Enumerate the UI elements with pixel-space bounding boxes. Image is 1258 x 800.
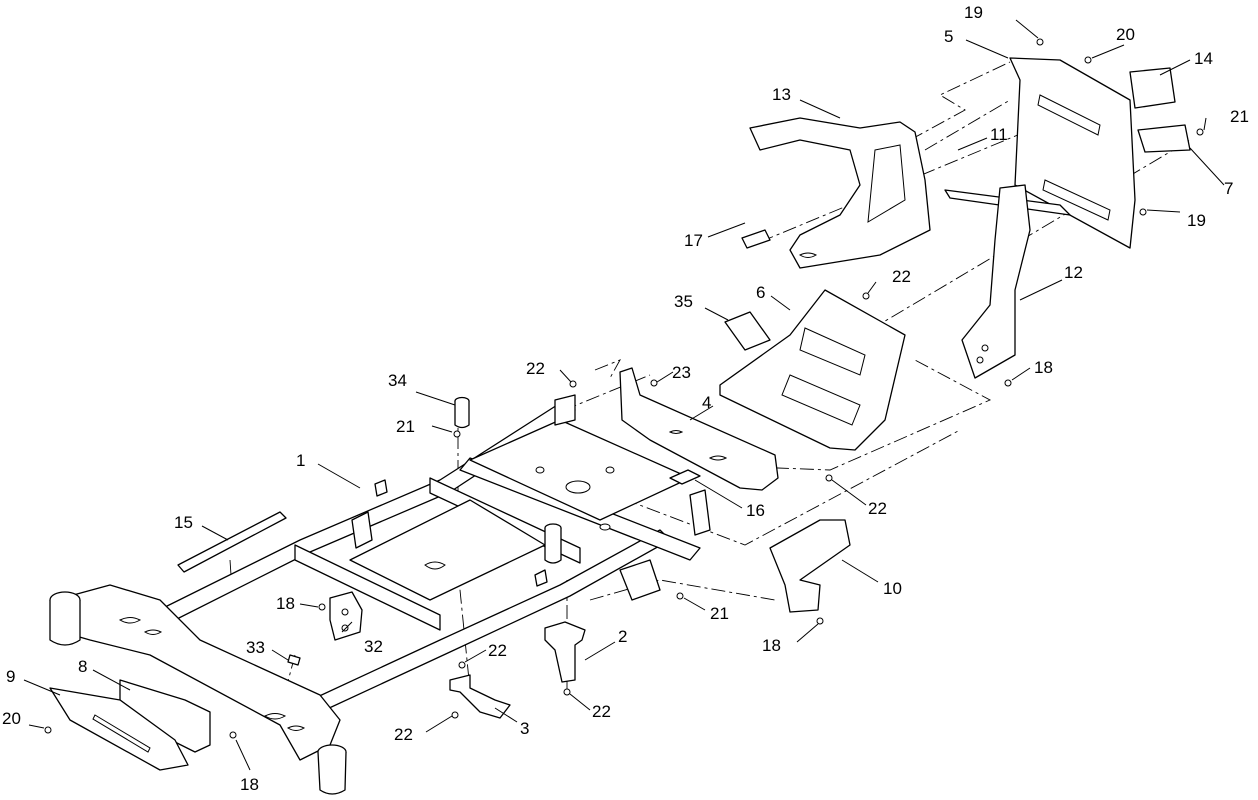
nut-22-upper <box>569 380 577 388</box>
nut-22-mid <box>825 474 833 482</box>
bolt-20-left <box>44 726 52 734</box>
bolt-19-right <box>1139 208 1147 216</box>
nut-22-c <box>451 711 459 719</box>
plate-14 <box>1129 67 1176 109</box>
callout-21-right: 21 <box>1230 107 1249 126</box>
bracket-2 <box>544 621 586 683</box>
callout-5: 5 <box>944 27 954 46</box>
callout-3: 3 <box>520 719 530 738</box>
callout-20-top: 20 <box>1116 25 1135 44</box>
bolt-21-upper <box>453 430 461 438</box>
callout-19-right: 19 <box>1187 211 1206 230</box>
callout-7: 7 <box>1224 179 1234 198</box>
callout-16: 16 <box>746 501 765 520</box>
callout-20-left: 20 <box>2 709 21 728</box>
console-13 <box>749 117 931 269</box>
plate-9 <box>49 687 189 771</box>
callout-22-c: 22 <box>394 725 413 744</box>
bracket-3 <box>449 674 511 719</box>
bolt-18-left <box>318 603 326 611</box>
bracket-7 <box>1137 124 1191 153</box>
callout-18-right: 18 <box>1034 358 1053 377</box>
pin-33 <box>287 654 301 666</box>
callout-13: 13 <box>772 85 791 104</box>
bumper-34 <box>454 396 470 429</box>
callout-12: 12 <box>1064 263 1083 282</box>
bolt-21-lower <box>676 592 684 600</box>
decal-17 <box>741 229 771 249</box>
block-16 <box>669 469 701 485</box>
callout-18-left: 18 <box>276 594 295 613</box>
bolt-23 <box>650 379 658 387</box>
bolt-18-right <box>1004 379 1012 387</box>
bracket-10 <box>769 519 851 613</box>
callout-17: 17 <box>684 231 703 250</box>
phantom-lines <box>229 61 1191 701</box>
strip-15 <box>177 511 287 573</box>
callout-8: 8 <box>78 657 88 676</box>
rear-panel-5 <box>1009 57 1136 249</box>
callout-15: 15 <box>174 513 193 532</box>
callout-23: 23 <box>672 363 691 382</box>
callout-2: 2 <box>618 627 628 646</box>
bolt-18-lower <box>816 617 824 625</box>
callout-21-upper: 21 <box>396 417 415 436</box>
leader-lines <box>23 19 1225 771</box>
bolt-19-top <box>1036 38 1044 46</box>
hardware <box>44 38 1204 739</box>
callout-35: 35 <box>674 292 693 311</box>
callout-14: 14 <box>1194 49 1213 68</box>
side-bracket-12 <box>961 184 1031 379</box>
callout-1: 1 <box>296 451 306 470</box>
nut-22-a <box>458 661 466 669</box>
callout-21-lower: 21 <box>710 604 729 623</box>
callout-33: 33 <box>246 638 265 657</box>
nut-22-b <box>563 688 571 696</box>
seat-plate-6 <box>719 289 906 451</box>
callout-10: 10 <box>883 579 902 598</box>
callout-4: 4 <box>702 393 712 412</box>
bracket-32 <box>329 591 363 641</box>
main-frame <box>49 394 711 795</box>
callout-22-mid: 22 <box>868 499 887 518</box>
callout-18-bottom: 18 <box>240 775 259 794</box>
callout-9: 9 <box>6 667 16 686</box>
callout-18-lower: 18 <box>762 636 781 655</box>
callout-34: 34 <box>388 371 407 390</box>
bolt-20-top <box>1084 56 1092 64</box>
nut-22-top <box>862 292 870 300</box>
callout-22-b: 22 <box>592 702 611 721</box>
decal-35 <box>724 311 771 351</box>
callout-19-top: 19 <box>964 3 983 22</box>
callout-22-a: 22 <box>488 641 507 660</box>
bolt-21-right <box>1196 128 1204 136</box>
callout-32: 32 <box>364 637 383 656</box>
bolt-18-bottom <box>229 731 237 739</box>
callout-11: 11 <box>990 125 1008 144</box>
panel-4 <box>619 367 779 491</box>
callout-22-top: 22 <box>892 267 911 286</box>
callout-6: 6 <box>756 283 766 302</box>
callout-22-upper: 22 <box>526 359 545 378</box>
